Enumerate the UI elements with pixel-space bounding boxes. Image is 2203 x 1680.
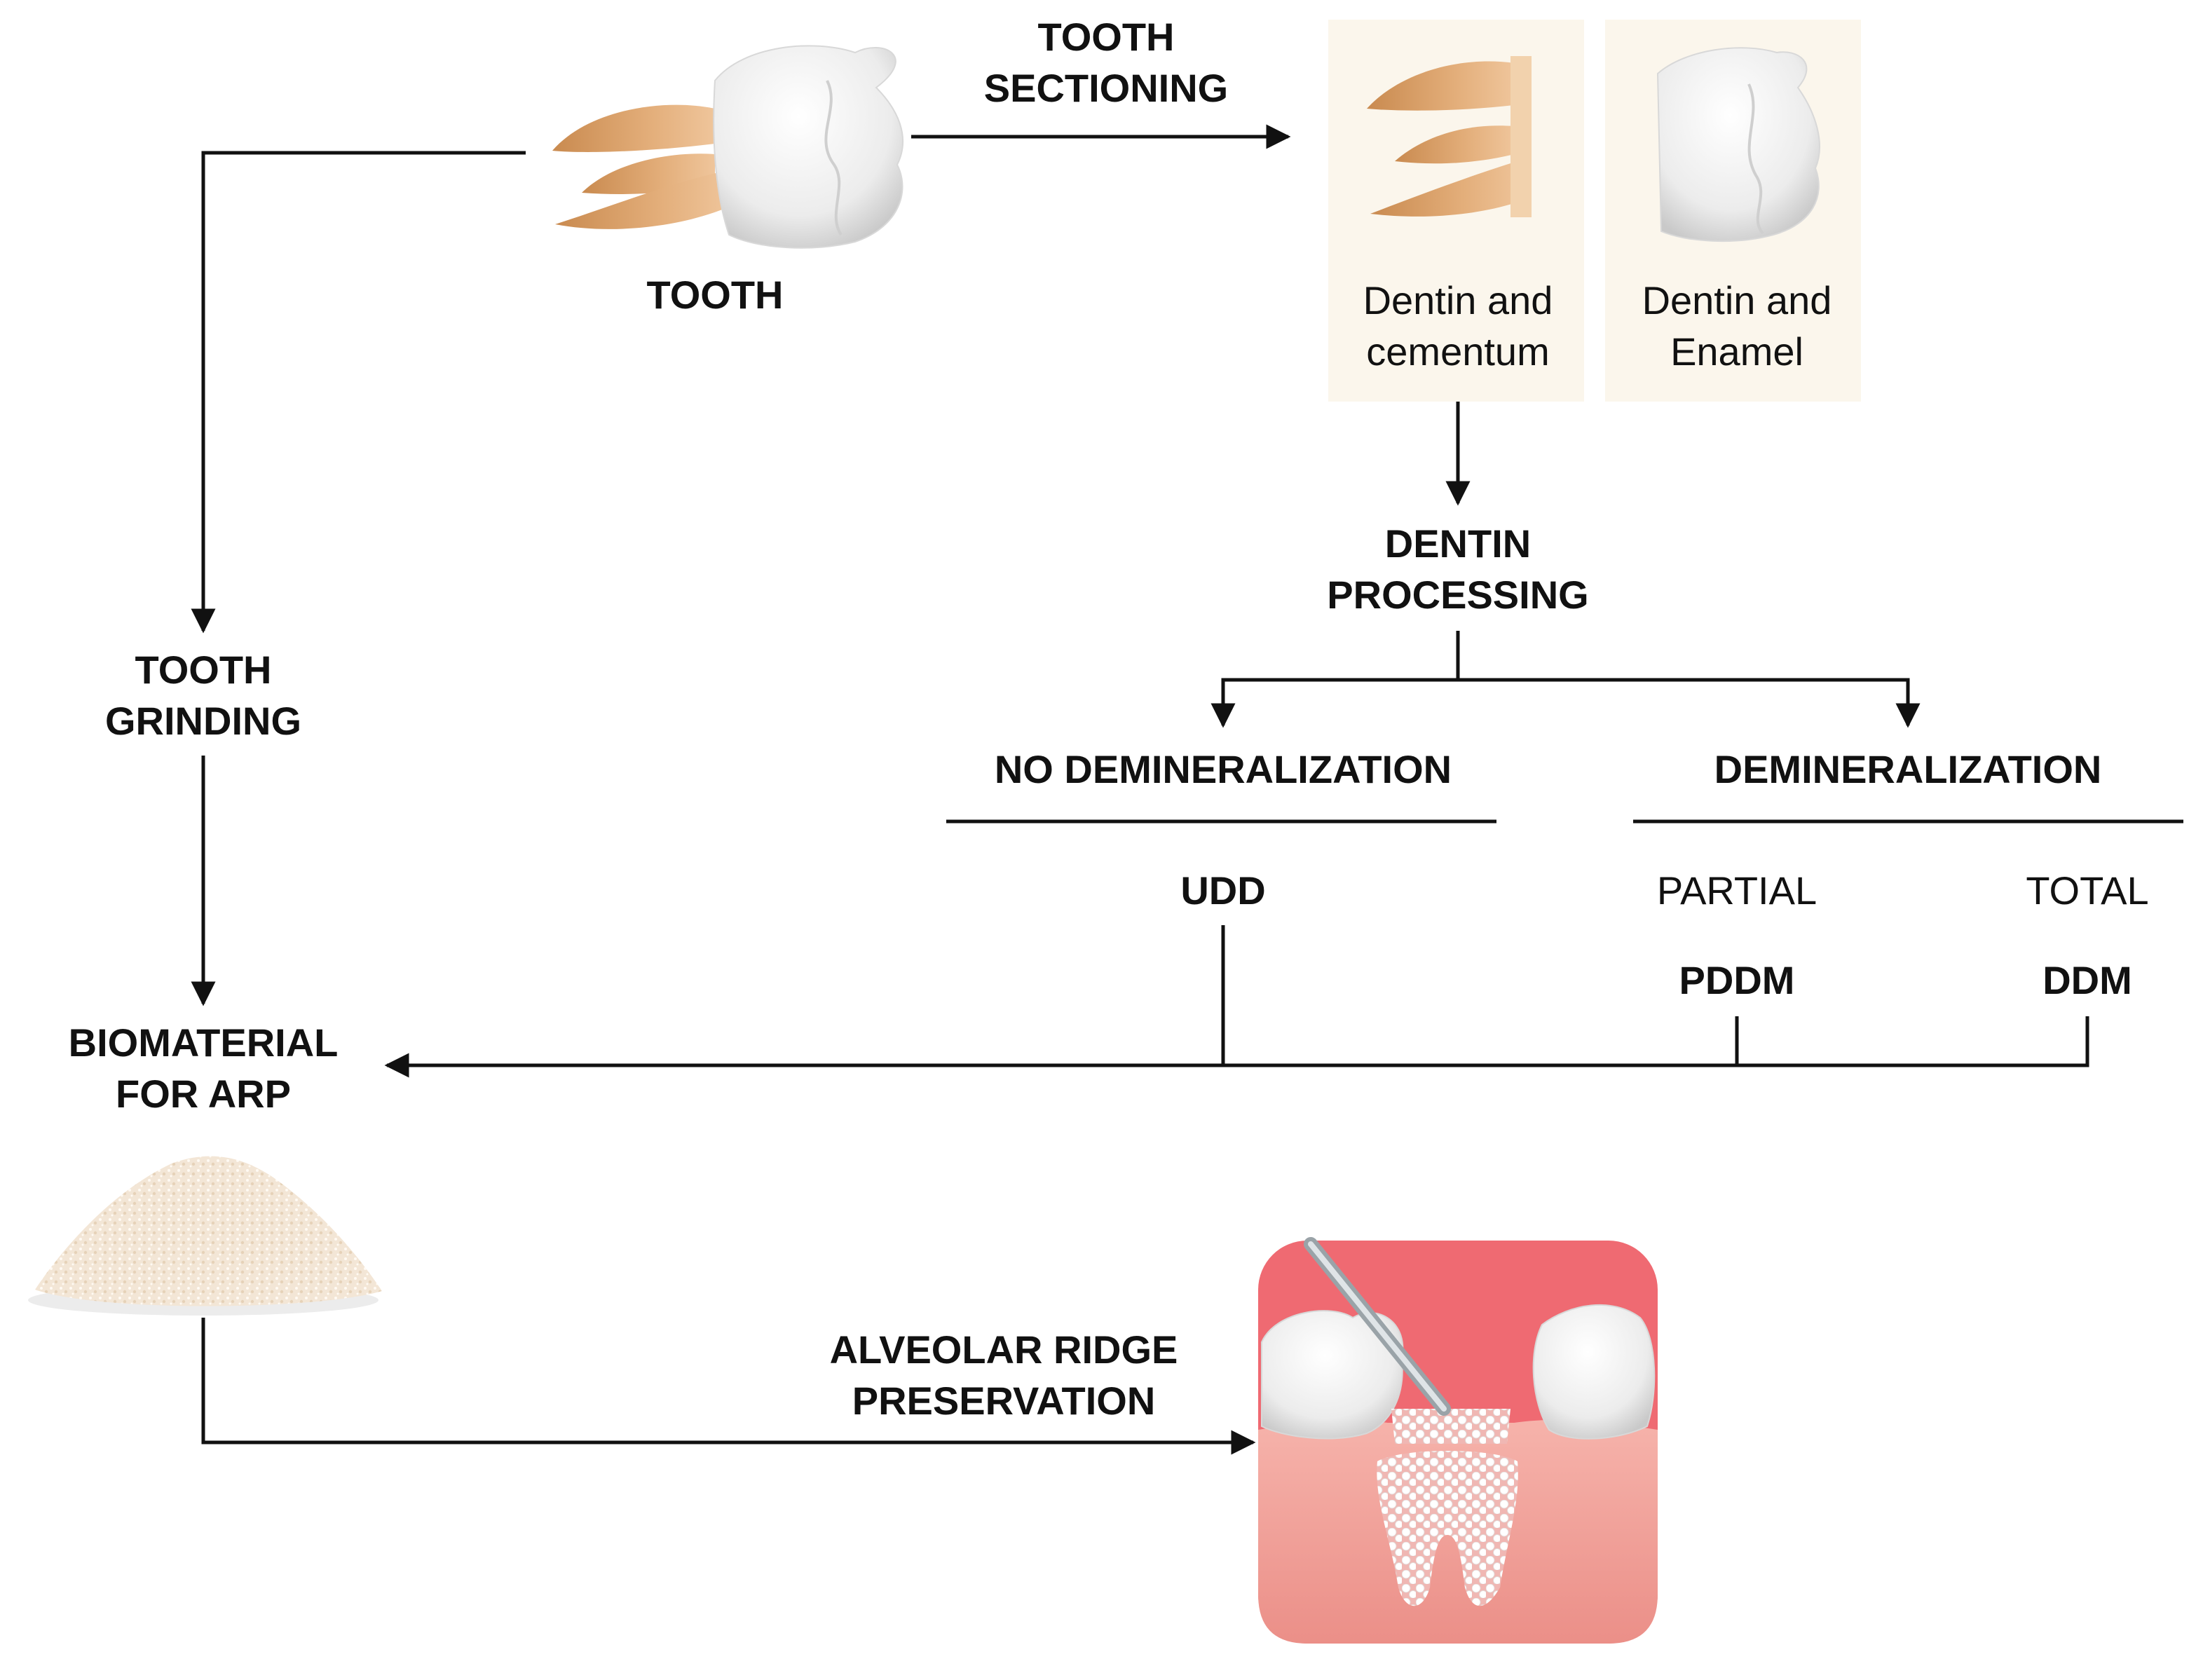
- bone-graft-powder-icon: [28, 1156, 382, 1316]
- dentin-enamel-section-icon: [1656, 47, 1820, 243]
- arp-label-line2: PRESERVATION: [852, 1379, 1156, 1423]
- tooth-sectioning-label-line1: TOOTH: [1038, 15, 1175, 59]
- partial-label: PARTIAL: [1657, 868, 1817, 913]
- arp-label-line1: ALVEOLAR RIDGE: [830, 1327, 1178, 1372]
- dentin-processing-label-line2: PROCESSING: [1327, 573, 1588, 617]
- udd-label: UDD: [1180, 868, 1265, 913]
- alveolar-ridge-graft-icon: [1258, 1237, 1658, 1644]
- dentin-cementum-label-line2: cementum: [1366, 329, 1549, 374]
- tooth-grinding-label-line1: TOOTH: [135, 648, 272, 692]
- total-label: TOTAL: [2026, 868, 2148, 913]
- tooth-label: TOOTH: [647, 273, 784, 317]
- labels: TOOTH TOOTH SECTIONING Dentin and cement…: [69, 15, 2149, 1423]
- pddm-label: PDDM: [1679, 958, 1795, 1002]
- molar-tooth-icon: [552, 45, 903, 249]
- biomaterial-label-line2: FOR ARP: [116, 1072, 291, 1116]
- tooth-grinding-label-line2: GRINDING: [105, 699, 301, 743]
- no-demineralization-label: NO DEMINERALIZATION: [995, 747, 1452, 791]
- dentin-enamel-label-line1: Dentin and: [1642, 278, 1832, 322]
- biomaterial-label-line1: BIOMATERIAL: [69, 1020, 339, 1065]
- connectors: [191, 124, 2183, 1455]
- ddm-label: DDM: [2042, 958, 2132, 1002]
- dentin-cementum-label-line1: Dentin and: [1363, 278, 1553, 322]
- tooth-sectioning-label-line2: SECTIONING: [984, 66, 1228, 110]
- arrow-products-to-biomaterial: [384, 1016, 2089, 1078]
- demineralization-label: DEMINERALIZATION: [1714, 747, 2102, 791]
- arrow-to-no-demineralization: [1210, 678, 1921, 728]
- arrow-tooth-to-grinding: [191, 151, 526, 634]
- dentin-cementum-section-icon: [1367, 56, 1532, 217]
- dentin-enamel-label-line2: Enamel: [1670, 329, 1803, 374]
- dentin-processing-label-line1: DENTIN: [1385, 521, 1531, 566]
- arrow-biomaterial-to-arp: [201, 1318, 1256, 1455]
